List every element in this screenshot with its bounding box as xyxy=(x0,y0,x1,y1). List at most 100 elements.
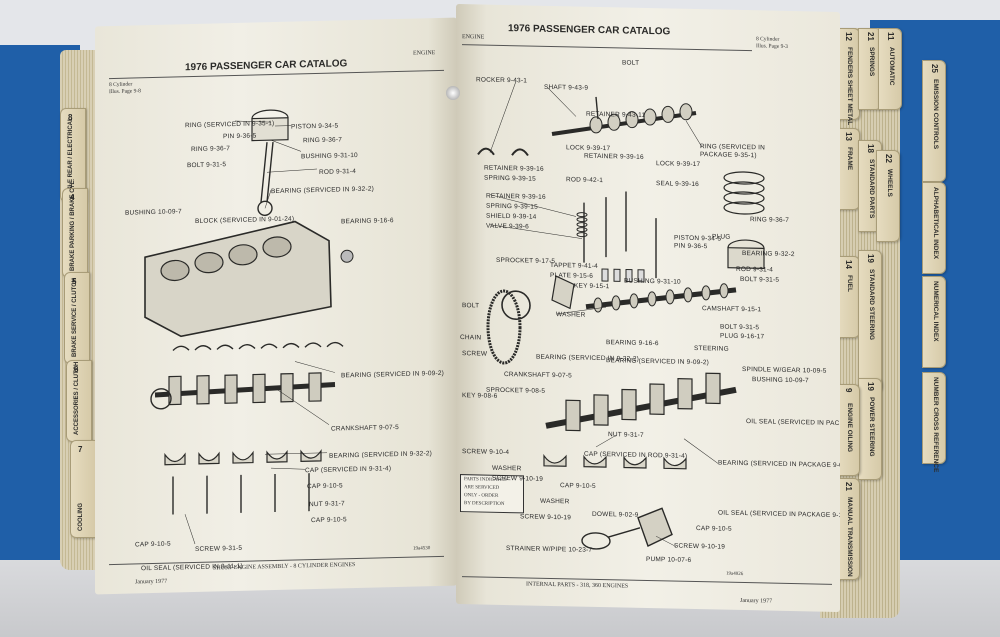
tab-number: 13 xyxy=(844,132,853,141)
crank-pulley xyxy=(150,388,172,410)
right-tab-10[interactable]: NUMERICAL INDEX xyxy=(922,276,946,368)
part-callout: SHAFT 9-43-9 xyxy=(544,83,589,92)
part-callout: PACKAGE 9-35-1) xyxy=(700,151,757,160)
part-callout: KEY 9-15-1 xyxy=(574,282,610,291)
cam-lobe xyxy=(647,291,657,307)
part-callout: WASHER xyxy=(556,311,586,319)
crank-web xyxy=(224,374,238,404)
bearing-shell xyxy=(282,342,300,349)
part-callout: LOCK 9-39-17 xyxy=(566,144,611,153)
part-callout: SCREW 9-10-4 xyxy=(462,448,510,457)
tappet xyxy=(637,269,645,283)
valve-spring xyxy=(576,222,588,228)
part-callout: CRANKSHAFT 9-07-5 xyxy=(504,370,572,380)
tab-label: COOLING xyxy=(78,503,84,531)
part-callout: RING 9-36-7 xyxy=(191,145,231,154)
part-callout: RETAINER 9-43-11 xyxy=(586,110,646,119)
plate-drawing xyxy=(551,275,575,310)
rod-drawing xyxy=(257,200,273,216)
part-callout: SHIELD 9-39-14 xyxy=(486,212,537,221)
piston-drawing xyxy=(727,247,765,270)
rocker-arm xyxy=(589,116,603,134)
tab-label: BRAKE SERVICE / CLUTCH xyxy=(72,278,78,357)
rocker-arm xyxy=(643,108,657,126)
crank-web xyxy=(649,383,665,415)
valve-spring xyxy=(576,232,588,238)
bearing-shell xyxy=(260,343,278,349)
tab-label: FENDERS SHEET METAL xyxy=(846,47,853,126)
part-callout: CAP 9-10-5 xyxy=(560,482,596,490)
part-callout: ROD 9-31-4 xyxy=(736,265,774,274)
part-callout: PLATE 9-15-6 xyxy=(550,271,594,280)
crank-web xyxy=(677,378,693,410)
strainer xyxy=(581,532,611,550)
part-callout: WASHER xyxy=(492,464,522,473)
part-callout: RING 9-36-7 xyxy=(750,216,790,224)
part-callout: SPRING 9-39-15 xyxy=(484,174,536,183)
tab-number: 4 xyxy=(70,193,75,202)
bearing-shell xyxy=(216,344,234,350)
tab-label: MANUAL TRANSMISSION xyxy=(846,497,853,577)
part-callout: LOCK 9-39-17 xyxy=(656,160,701,169)
rocker-arm xyxy=(661,105,675,123)
tab-number: 22 xyxy=(884,154,893,163)
tab-label: STANDARD STEERING xyxy=(868,269,875,341)
tab-label: EMISSION CONTROLS xyxy=(932,79,939,150)
bearing-cap xyxy=(623,455,647,469)
tappet xyxy=(601,268,609,282)
cylinder-bore xyxy=(160,259,190,282)
part-callout: PIN 9-36-5 xyxy=(674,242,708,251)
cylinder-bore xyxy=(194,252,224,274)
cam-lobe xyxy=(683,287,693,303)
part-callout: SCREW 9-31-5 xyxy=(195,544,243,553)
part-callout: CAP 9-10-5 xyxy=(696,525,732,533)
right-tab-13[interactable]: NUMBER CROSS REFERENCE xyxy=(922,372,946,472)
cam-lobe xyxy=(719,283,729,299)
part-callout: SCREW 9-10-19 xyxy=(492,474,544,483)
tab-label: ACCESSORIES / CLUTCH xyxy=(74,361,80,435)
part-callout: BOLT xyxy=(462,302,480,310)
part-callout: DOWEL 9-02-9 xyxy=(592,510,639,519)
strainer-pipe xyxy=(607,527,641,538)
cylinder-bore xyxy=(262,236,292,258)
tab-label: NUMERICAL INDEX xyxy=(932,281,939,342)
part-callout: CAP 9-10-5 xyxy=(311,516,347,525)
leader-line xyxy=(184,120,336,545)
tab-number: 19 xyxy=(866,254,875,263)
short-engine-diagram xyxy=(144,109,354,545)
crank-web xyxy=(196,375,210,405)
rocker-drawing xyxy=(477,147,529,157)
right-tab-7[interactable]: ALPHABETICAL INDEX xyxy=(922,182,946,274)
part-callout: BOLT 9-31-5 xyxy=(187,161,227,170)
tab-number: 14 xyxy=(844,260,853,269)
crank-web xyxy=(593,394,609,426)
binder-ring xyxy=(446,86,460,100)
tab-number: 21 xyxy=(844,482,853,491)
bearing-cap xyxy=(266,449,288,463)
bearing-shell xyxy=(194,345,212,351)
part-callout: ROD 9-42-1 xyxy=(566,176,604,185)
part-callout: BUSHING 9-31-10 xyxy=(624,277,681,286)
part-callout: SPROCKET 9-17-5 xyxy=(496,256,556,266)
tab-number: 8 xyxy=(68,113,73,122)
part-callout: PLUG 9-16-17 xyxy=(720,332,765,341)
part-callout: BEARING 9-16-6 xyxy=(341,217,394,226)
bearing-shell xyxy=(326,341,344,348)
crank-web xyxy=(280,372,294,403)
part-callout: SPRING 9-39-15 xyxy=(486,202,538,211)
part-callout: PISTON 9-34-5 xyxy=(291,122,339,131)
tappet xyxy=(625,269,633,283)
rocker-arm xyxy=(679,103,693,121)
valve-spring xyxy=(576,227,588,233)
